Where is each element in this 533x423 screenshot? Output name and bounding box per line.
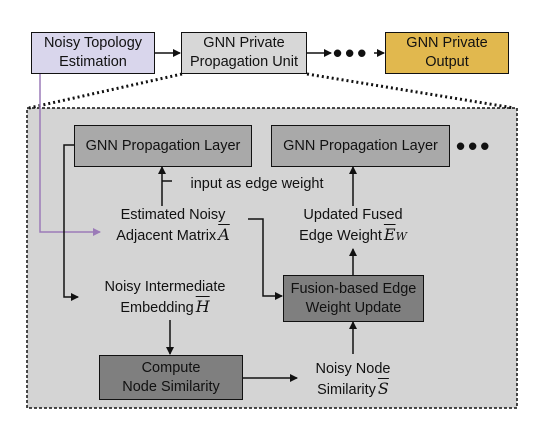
edge-weight-note: input as edge weight <box>172 175 342 194</box>
compute-node-similarity-box: Compute Node Similarity <box>99 355 243 400</box>
noisy-node-line2: Similarity <box>317 382 376 398</box>
private-unit-box: GNN Private Propagation Unit <box>181 32 307 74</box>
fusion-edge-weight-box: Fusion-based Edge Weight Update <box>283 275 424 322</box>
estimated-noisy-line1: Estimated Noisy <box>120 207 226 223</box>
purple-connector <box>39 74 101 236</box>
zoom-line-right <box>306 72 515 110</box>
updated-fused-line1: Updated Fused <box>303 207 403 223</box>
symbol-s: S <box>377 379 389 398</box>
propagation-layer-2: GNN Propagation Layer <box>271 125 450 167</box>
symbol-e-sub: W <box>395 230 407 243</box>
noisy-node-line1: Noisy Node <box>315 361 391 377</box>
noisy-topology-box: Noisy Topology Estimation <box>31 32 155 74</box>
arrow-matrix-to-fusion <box>248 218 283 300</box>
estimated-noisy-line2: Adjacent Matrix <box>116 228 217 244</box>
detail-ellipsis: ••• <box>456 131 493 161</box>
noisy-intermediate-line1: Noisy Intermediate <box>104 279 226 295</box>
symbol-h: H <box>195 297 210 316</box>
propagation-layer-1: GNN Propagation Layer <box>74 125 252 167</box>
noisy-intermediate-line2: Embedding <box>120 300 194 316</box>
updated-fused-line2: Edge Weight <box>299 228 382 244</box>
symbol-a: A <box>218 225 230 244</box>
top-ellipsis: ••• <box>333 38 370 68</box>
private-output-box: GNN Private Output <box>385 32 509 74</box>
zoom-line-left <box>28 72 183 110</box>
symbol-e: E <box>383 225 396 244</box>
arrow-layer-to-embedding <box>63 144 79 301</box>
